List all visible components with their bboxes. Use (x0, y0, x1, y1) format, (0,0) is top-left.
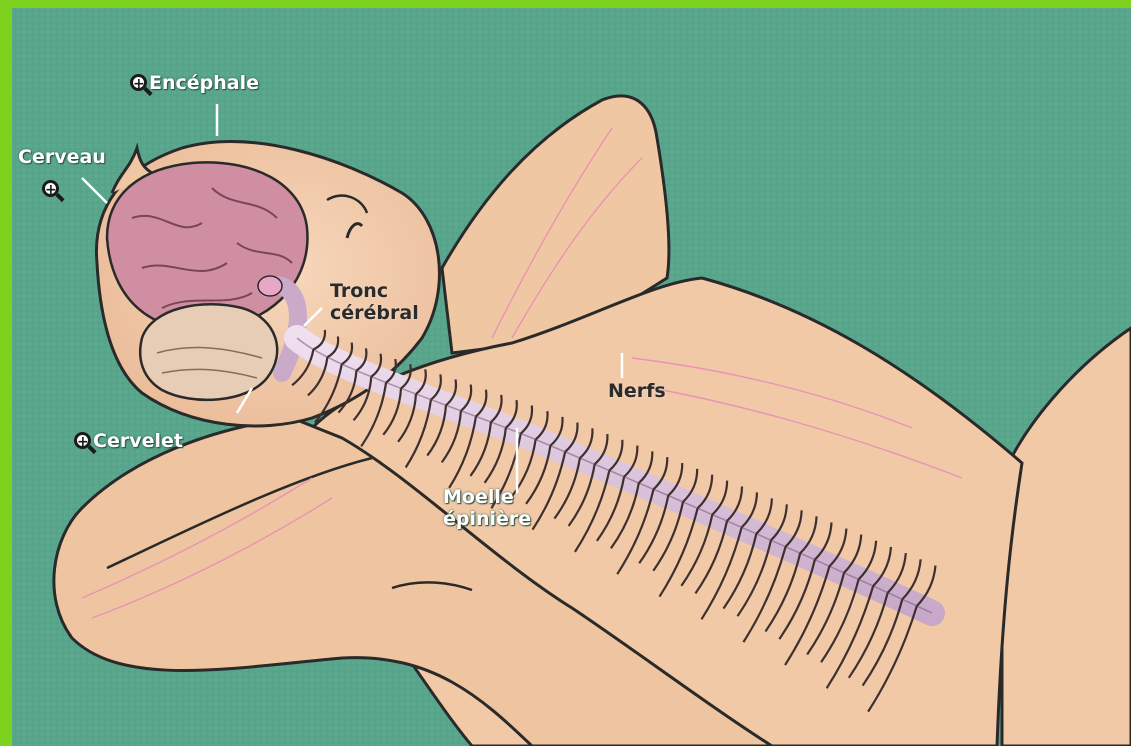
zoom-cerveau[interactable] (42, 178, 61, 200)
nervous-system-illustration (12, 8, 1131, 746)
label-encephale-text: Encéphale (149, 72, 259, 94)
zoom-in-icon[interactable] (130, 74, 147, 91)
label-tronc-cerebral: Tronc cérébral (330, 280, 419, 324)
label-moelle-epiniere: Moelle épinière (443, 486, 531, 530)
label-cerveau-text: Cerveau (18, 146, 106, 168)
label-moelle-line2: épinière (443, 508, 531, 530)
label-tronc-line1: Tronc (330, 280, 419, 302)
label-cerveau[interactable]: Cerveau (18, 146, 106, 168)
label-cervelet[interactable]: Cervelet (74, 430, 183, 452)
label-encephale[interactable]: Encéphale (130, 72, 259, 94)
label-moelle-line1: Moelle (443, 486, 531, 508)
label-nerfs-text: Nerfs (608, 380, 666, 402)
illustration: Encéphale Cerveau Tronc cérébral Nerfs C… (12, 8, 1131, 746)
zoom-in-icon[interactable] (42, 180, 59, 197)
label-tronc-line2: cérébral (330, 302, 419, 324)
zoom-in-icon[interactable] (74, 432, 91, 449)
label-cervelet-text: Cervelet (93, 430, 183, 452)
label-nerfs: Nerfs (608, 380, 666, 402)
